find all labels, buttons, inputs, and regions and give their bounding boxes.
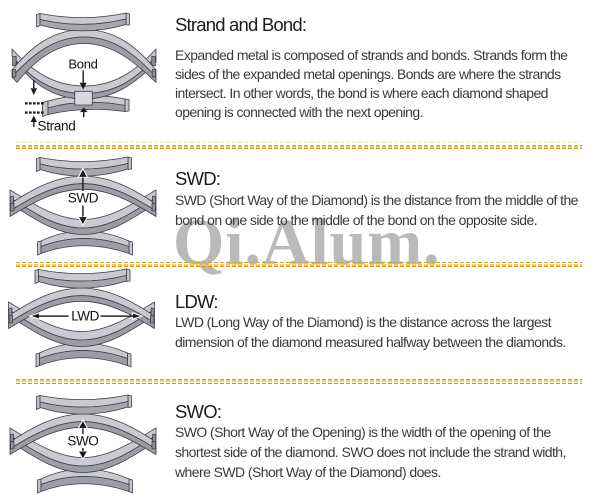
svg-text:Strand: Strand (38, 119, 76, 134)
svg-text:Bond: Bond (68, 57, 97, 72)
svg-text:SWD: SWD (68, 190, 99, 205)
svg-text:SWO: SWO (67, 433, 98, 448)
svg-text:LWD: LWD (71, 308, 99, 323)
